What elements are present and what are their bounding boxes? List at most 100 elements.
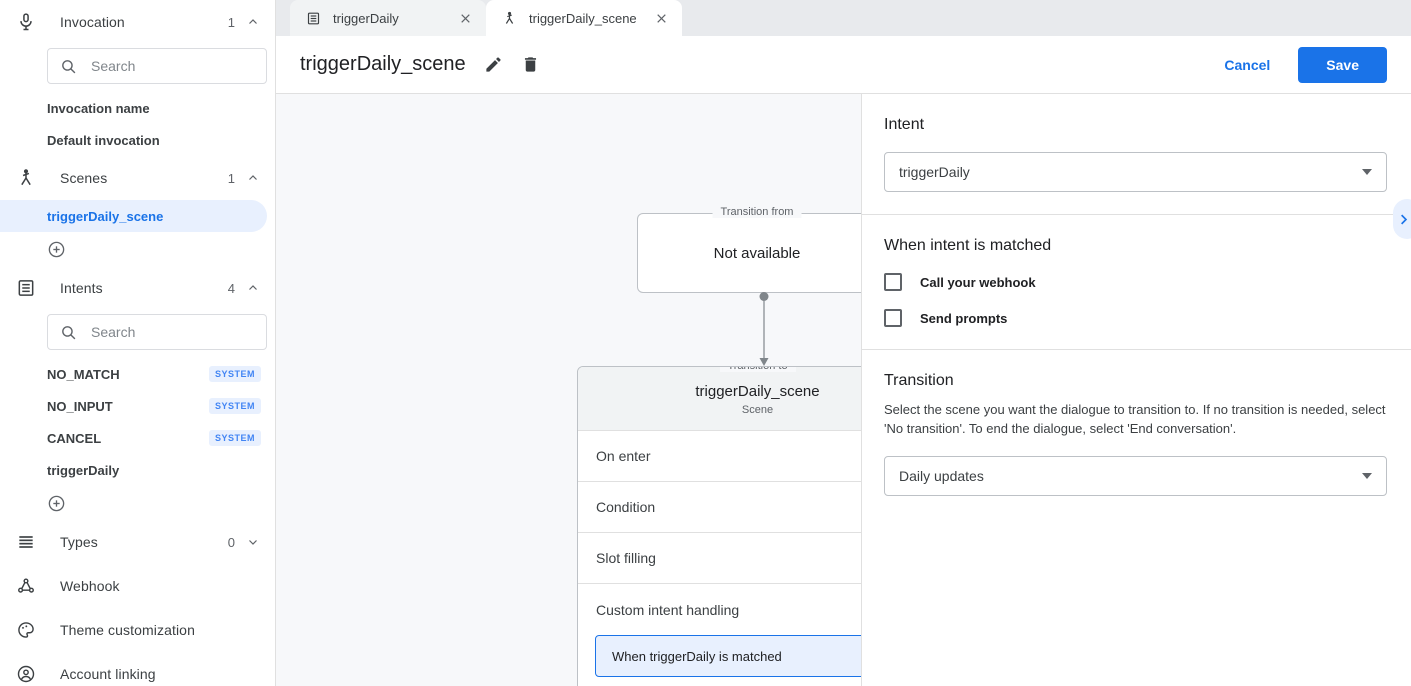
add-scene-button[interactable] [0,232,275,266]
chevron-right-icon[interactable] [1393,199,1411,239]
intent-icon [306,11,321,26]
tab-label: triggerDaily_scene [529,10,637,26]
account-icon [14,662,38,686]
palette-icon [14,618,38,642]
scene-block-custom-intent-handling: Custom intent handling + When triggerDai… [578,584,861,686]
status-badge: SYSTEM [208,430,261,446]
tab-label: triggerDaily [333,10,399,26]
sidebar-item-label: Default invocation [47,132,160,148]
sidebar-item-label: Theme customization [60,622,195,638]
sidebar-item-invocation-name[interactable]: Invocation name [0,92,275,124]
scene-row-condition[interactable]: Condition + [578,482,861,533]
intent-section: Intent triggerDaily [862,94,1411,215]
status-badge: SYSTEM [208,398,261,414]
intent-select[interactable]: triggerDaily [884,152,1387,192]
sidebar-group-count: 4 [227,280,235,296]
chevron-down-icon[interactable] [247,536,259,548]
intent-handler-label: When triggerDaily is matched [612,648,782,664]
sidebar-group-invocation[interactable]: Invocation 1 [0,0,275,44]
sidebar-group-label: Intents [60,280,103,296]
webhook-icon [14,574,38,598]
sidebar-item-label: triggerDaily [47,462,120,478]
details-panel: Intent triggerDaily When intent is match… [862,94,1411,686]
sidebar-item-default-invocation[interactable]: Default invocation [0,124,275,156]
canvas-inner: Transition from Not available Transition… [276,94,861,686]
sidebar-group-label: Invocation [60,14,125,30]
scene-row-on-enter[interactable]: On enter + [578,431,861,482]
intents-search-box[interactable] [47,314,267,350]
sidebar-group-label: Types [60,534,98,550]
scene-row-label: Slot filling [596,550,656,566]
sidebar: Invocation 1 Invocation name Default inv… [0,0,276,686]
chevron-up-icon[interactable] [247,16,259,28]
when-intent-matched-section: When intent is matched Call your webhook… [862,215,1411,350]
sidebar-item-account-linking[interactable]: Account linking [0,652,275,686]
sidebar-group-types[interactable]: Types 0 [0,520,275,564]
sidebar-item-label: Webhook [60,578,120,594]
sidebar-item-cancel[interactable]: CANCEL SYSTEM [0,422,275,454]
scene-row-label: Condition [596,499,656,515]
chevron-down-icon [1362,169,1372,175]
checkbox-label: Send prompts [920,310,1008,326]
sidebar-item-triggerdaily-scene[interactable]: triggerDaily_scene [0,200,267,232]
page-title: triggerDaily_scene [300,53,466,75]
search-icon [60,324,77,341]
intents-search-input[interactable] [89,323,254,341]
save-button[interactable]: Save [1298,46,1387,83]
search-icon [60,58,77,75]
sidebar-item-label: NO_MATCH [47,366,120,382]
add-intent-button[interactable] [0,486,275,520]
tab-triggerdaily-scene[interactable]: triggerDaily_scene [486,0,682,36]
sidebar-item-label: CANCEL [47,430,102,446]
transition-select-value: Daily updates [899,468,984,484]
cancel-button[interactable]: Cancel [1210,49,1284,81]
sidebar-group-scenes[interactable]: Scenes 1 [0,156,275,200]
chevron-up-icon[interactable] [247,172,259,184]
intent-handler-chip[interactable]: When triggerDaily is matched [595,635,861,677]
scene-row-label: Custom intent handling [596,601,740,618]
intents-search-wrap [0,310,275,358]
close-icon[interactable] [655,12,668,25]
transition-from-box[interactable]: Transition from Not available [637,206,861,293]
scene-card-title: triggerDaily_scene [695,383,820,400]
transition-select[interactable]: Daily updates [884,456,1387,496]
transition-section: Transition Select the scene you want the… [862,350,1411,518]
checkbox-box[interactable] [884,309,902,327]
chevron-up-icon[interactable] [247,282,259,294]
sidebar-item-label: Account linking [60,666,156,682]
sidebar-item-no-input[interactable]: NO_INPUT SYSTEM [0,390,275,422]
sidebar-item-theme-customization[interactable]: Theme customization [0,608,275,652]
connector-vertical [757,292,771,373]
sidebar-group-count: 1 [227,170,235,186]
checkbox-box[interactable] [884,273,902,291]
sidebar-group-intents[interactable]: Intents 4 [0,266,275,310]
scene-card-subtitle: Scene [741,404,774,416]
checkbox-send-prompts[interactable]: Send prompts [884,309,1387,327]
invocation-search-input[interactable] [89,57,254,75]
transition-description: Select the scene you want the dialogue t… [884,402,1386,436]
scene-canvas[interactable]: Transition from Not available Transition… [276,94,862,686]
sidebar-group-label: Scenes [60,170,108,186]
intent-section-title: Intent [884,116,925,133]
tab-bar: triggerDaily triggerDaily_scene [276,0,1411,36]
invocation-search-box[interactable] [47,48,267,84]
checkbox-label: Call your webhook [920,274,1036,290]
transition-section-title: Transition [884,372,954,389]
scene-row-slot-filling[interactable]: Slot filling + [578,533,861,584]
pencil-icon[interactable] [484,55,503,74]
checkbox-call-your-webhook[interactable]: Call your webhook [884,273,1387,291]
trash-icon[interactable] [521,55,540,74]
types-icon [14,530,38,554]
sidebar-group-count: 0 [227,534,235,550]
scene-row-custom-intent-handling[interactable]: Custom intent handling + [578,584,861,635]
scenes-icon [14,166,38,190]
when-intent-matched-title: When intent is matched [884,237,1052,254]
sidebar-item-no-match[interactable]: NO_MATCH SYSTEM [0,358,275,390]
close-icon[interactable] [459,12,472,25]
sidebar-item-webhook[interactable]: Webhook [0,564,275,608]
tab-triggerdaily[interactable]: triggerDaily [290,0,486,36]
sidebar-item-triggerdaily[interactable]: triggerDaily [0,454,275,486]
status-badge: SYSTEM [208,366,261,382]
scene-card: Transition to triggerDaily_scene Scene O… [577,366,861,686]
